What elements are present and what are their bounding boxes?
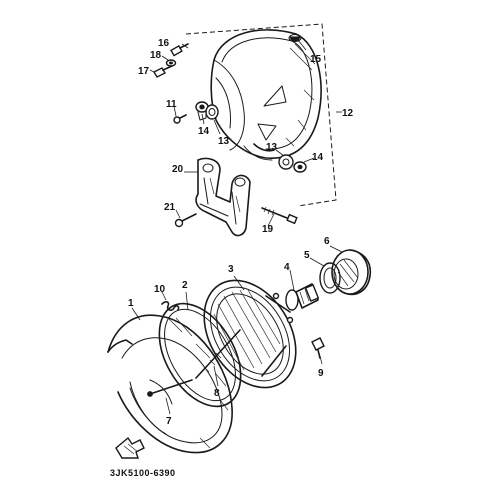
drawing-code: 3JK5100-6390 [110,468,176,478]
collar-14-right [293,161,307,173]
grommet-13-left [205,104,219,120]
housing-group-boundary [185,23,342,207]
callout-labels: 16 18 17 15 11 12 14 13 13 14 20 21 19 6… [128,38,354,427]
headlight-stay-20 [195,157,251,237]
callout-17: 17 [138,66,150,77]
callout-18: 18 [150,50,162,61]
callout-7: 7 [166,416,172,427]
screw-7 [149,379,193,395]
callout-13-left: 13 [218,136,230,147]
screw-9 [311,337,325,359]
bolt-19 [261,206,298,225]
callout-13-right: 13 [266,142,278,153]
callout-2: 2 [182,280,188,291]
callout-16: 16 [158,38,170,49]
callout-14-right: 14 [312,152,324,163]
callout-1: 1 [128,298,134,309]
callout-4: 4 [284,262,290,273]
headlight-ring [158,302,242,408]
screw-11 [173,114,187,124]
bulb-socket-seal [319,262,341,294]
washer-18 [165,59,177,67]
callout-6: 6 [324,236,330,247]
bolt-16 [170,43,189,57]
callout-3: 3 [228,264,234,275]
headlight-bulb [285,283,320,311]
callout-14-left: 14 [198,126,210,137]
bolt-17 [153,65,173,78]
bulb-cover [331,249,372,296]
leader-lines [131,39,343,415]
callout-11: 11 [166,99,177,110]
callout-21: 21 [164,202,176,213]
callout-10: 10 [154,284,166,295]
callout-9: 9 [318,368,324,379]
callout-5: 5 [304,250,310,261]
callout-20: 20 [172,164,184,175]
callout-15: 15 [310,54,322,65]
headlight-unit [203,279,297,389]
headlight-housing [210,29,322,161]
callout-12: 12 [342,108,354,119]
spring-10 [161,301,180,311]
adjust-screw-8 [195,329,241,379]
front-arrow-icon [115,436,145,459]
screw-21 [174,213,197,228]
callout-8: 8 [214,388,220,399]
grommet-13-right [278,154,294,170]
callout-19: 19 [262,224,274,235]
